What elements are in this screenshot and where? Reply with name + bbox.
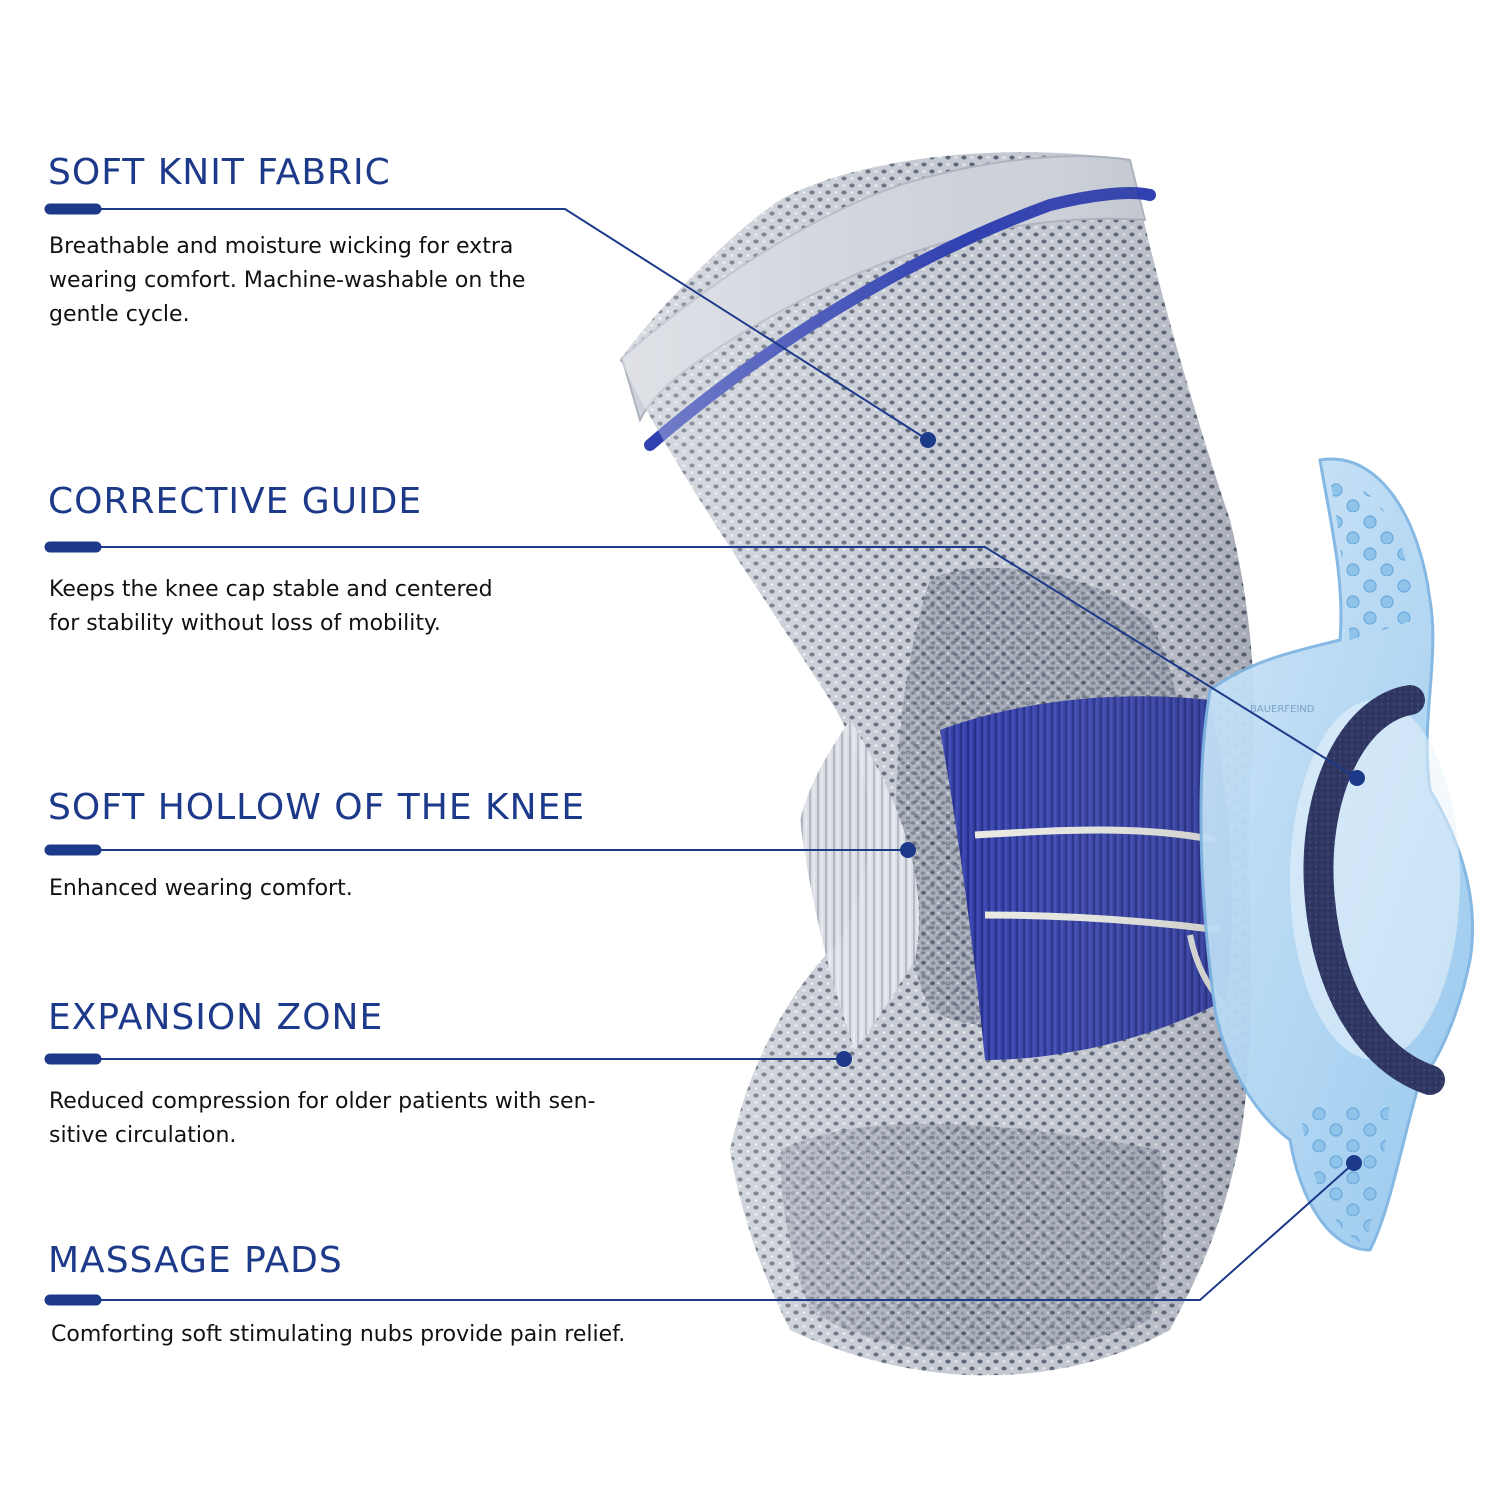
- feature-title: SOFT KNIT FABRIC: [48, 152, 391, 193]
- endpoint-dot-2: [1349, 770, 1365, 786]
- endpoint-dot-3: [900, 842, 916, 858]
- feature-description: Enhanced wearing comfort.: [49, 876, 353, 901]
- pad-emboss-text: BAUERFEIND: [1250, 704, 1315, 715]
- feature-description: Comforting soft stimulating nubs provide…: [51, 1322, 626, 1347]
- leader-endpoints: [836, 432, 1365, 1171]
- knee-sleeve: [620, 152, 1254, 1376]
- feature-description: Keeps the knee cap stable and centered f…: [49, 577, 493, 636]
- feature-title: EXPANSION ZONE: [48, 997, 384, 1038]
- title-underline-tabs: [44, 203, 102, 1306]
- leader-line-massage-pads: [100, 1162, 1355, 1301]
- endpoint-dot-1: [920, 432, 936, 448]
- endpoint-dot-4: [836, 1051, 852, 1067]
- feature-title: CORRECTIVE GUIDE: [48, 481, 423, 522]
- leader-line-corrective-guide: [100, 546, 1358, 779]
- feature-description: Breathable and moisture wicking for extr…: [49, 234, 526, 327]
- feature-title: SOFT HOLLOW OF THE KNEE: [48, 787, 586, 828]
- feature-description: Reduced compression for older patients w…: [49, 1089, 596, 1148]
- leader-lines: [100, 208, 1358, 1301]
- leader-line-soft-knit-fabric: [100, 208, 929, 441]
- massage-pad: BAUERFEIND: [1199, 457, 1475, 1252]
- endpoint-dot-5: [1346, 1155, 1362, 1171]
- feature-title: MASSAGE PADS: [48, 1240, 343, 1281]
